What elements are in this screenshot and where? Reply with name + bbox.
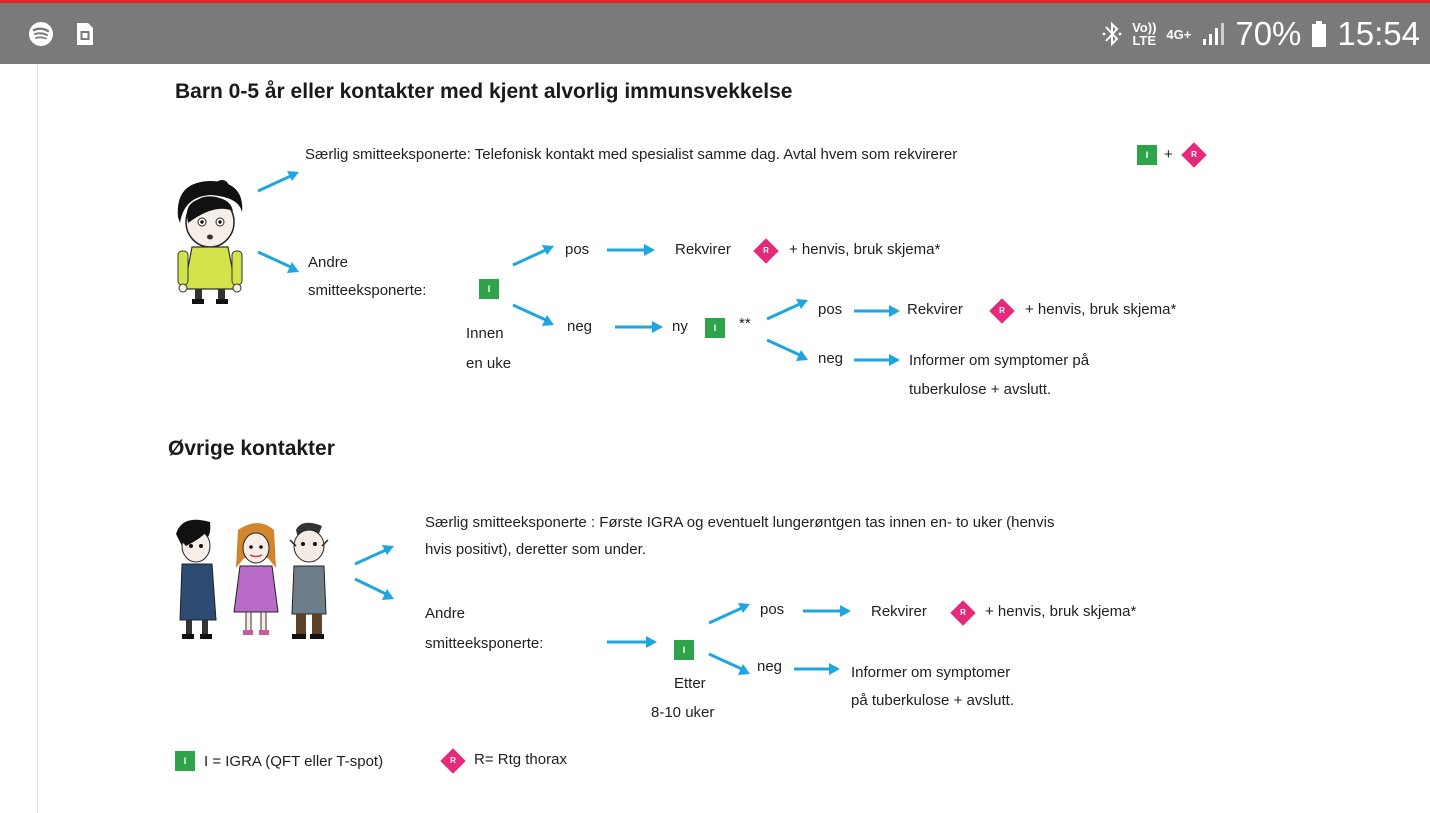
double-asterisk: ** <box>739 315 751 332</box>
igra-box-icon: I <box>674 640 694 660</box>
rtg-diamond-icon: R <box>1181 142 1207 168</box>
arrow-right <box>803 605 851 617</box>
section1-andre-line1: Andre <box>308 254 349 271</box>
section2-special-line2: hvis positivt), deretter som under. <box>425 541 646 558</box>
pos-label: pos <box>760 601 785 618</box>
informer-line1: Informer om symptomer på <box>909 352 1090 369</box>
plus-sign: + <box>1164 146 1173 163</box>
page-margin-rule <box>37 64 38 813</box>
neg-label: neg <box>818 350 844 367</box>
innen-line1: Innen <box>466 325 504 342</box>
section2-andre-line1: Andre <box>425 605 466 622</box>
top-accent-line <box>0 0 1430 3</box>
rtg-letter: R <box>450 756 456 765</box>
arrow-down-right <box>257 250 299 273</box>
arrow-right <box>854 354 900 366</box>
rtg-diamond-icon: R <box>989 298 1015 324</box>
legend-igra-box-icon: I <box>175 751 195 771</box>
sim-card-icon <box>77 23 93 45</box>
section2-special-line1: Særlig smitteeksponerte : Første IGRA og… <box>425 514 1055 531</box>
rekvirer-label: Rekvirer <box>675 241 731 258</box>
section2-title: Øvrige kontakter <box>168 437 335 460</box>
people-group-illustration-icon <box>176 519 329 639</box>
arrow-right <box>607 244 655 256</box>
arrow-up-right <box>354 545 394 566</box>
arrow-up-right <box>708 603 750 625</box>
rtg-letter: R <box>1191 150 1197 159</box>
arrow-down-right <box>354 577 394 600</box>
igra-box-icon: I <box>479 279 499 299</box>
legend-rtg-text: R= Rtg thorax <box>474 751 567 768</box>
rekvirer-label: Rekvirer <box>907 301 963 318</box>
network-type: 4G+ <box>1166 26 1192 42</box>
neg-label: neg <box>567 318 593 335</box>
informer-line1: Informer om symptomer <box>851 664 1011 681</box>
section1-title: Barn 0-5 år eller kontakter med kjent al… <box>175 80 793 103</box>
child-illustration-icon <box>177 180 243 304</box>
arrow-right <box>607 636 657 648</box>
innen-line2: en uke <box>466 355 512 372</box>
legend-igra-text: I = IGRA (QFT eller T-spot) <box>204 753 384 770</box>
henvis-text: + henvis, bruk skjema* <box>1025 301 1177 318</box>
igra-box-icon: I <box>1137 145 1157 165</box>
pos-label: pos <box>565 241 590 258</box>
battery-icon <box>1312 21 1327 47</box>
igra-box-icon: I <box>705 318 725 338</box>
rtg-diamond-icon: R <box>753 238 779 264</box>
status-bar: Vo)) LTE 4G+ 70% 15:54 <box>0 3 1430 64</box>
informer-line2: på tuberkulose + avslutt. <box>851 692 1015 709</box>
etter-line1: Etter <box>674 675 706 692</box>
arrow-down-right <box>766 338 808 361</box>
section1-special-text: Særlig smitteeksponerte: Telefonisk kont… <box>305 146 958 163</box>
informer-line2: tuberkulose + avslutt. <box>909 381 1052 398</box>
arrow-up-right <box>512 245 554 267</box>
volte-indicator: Vo)) LTE <box>1132 21 1156 47</box>
signal-icon <box>1203 23 1225 45</box>
battery-percent: 70% <box>1235 15 1302 52</box>
rekvirer-label: Rekvirer <box>871 603 927 620</box>
clock: 15:54 <box>1337 15 1420 52</box>
pos-label: pos <box>818 301 843 318</box>
flowchart-document: Barn 0-5 år eller kontakter med kjent al… <box>0 64 1430 813</box>
neg-label: neg <box>757 658 783 675</box>
legend-rtg-diamond-icon: R <box>440 748 466 774</box>
section1-andre-line2: smitteeksponerte: <box>308 282 427 299</box>
rtg-letter: R <box>960 608 966 617</box>
arrow-right <box>854 305 900 317</box>
spotify-icon <box>29 22 53 46</box>
ny-label: ny <box>672 318 688 335</box>
arrow-right <box>794 663 840 675</box>
rtg-letter: R <box>763 246 769 255</box>
arrow-up-right <box>257 171 299 193</box>
henvis-text: + henvis, bruk skjema* <box>985 603 1137 620</box>
bluetooth-icon <box>1102 21 1122 47</box>
etter-line2: 8-10 uker <box>651 704 715 721</box>
arrow-right <box>615 321 663 333</box>
arrow-down-right <box>708 652 750 675</box>
arrow-up-right <box>766 299 808 321</box>
section2-andre-line2: smitteeksponerte: <box>425 635 544 652</box>
rtg-diamond-icon: R <box>950 600 976 626</box>
volte-top: Vo)) <box>1132 20 1157 35</box>
rtg-letter: R <box>999 306 1005 315</box>
arrow-down-right <box>512 303 554 326</box>
henvis-text: + henvis, bruk skjema* <box>789 241 941 258</box>
volte-bottom: LTE <box>1132 33 1157 48</box>
